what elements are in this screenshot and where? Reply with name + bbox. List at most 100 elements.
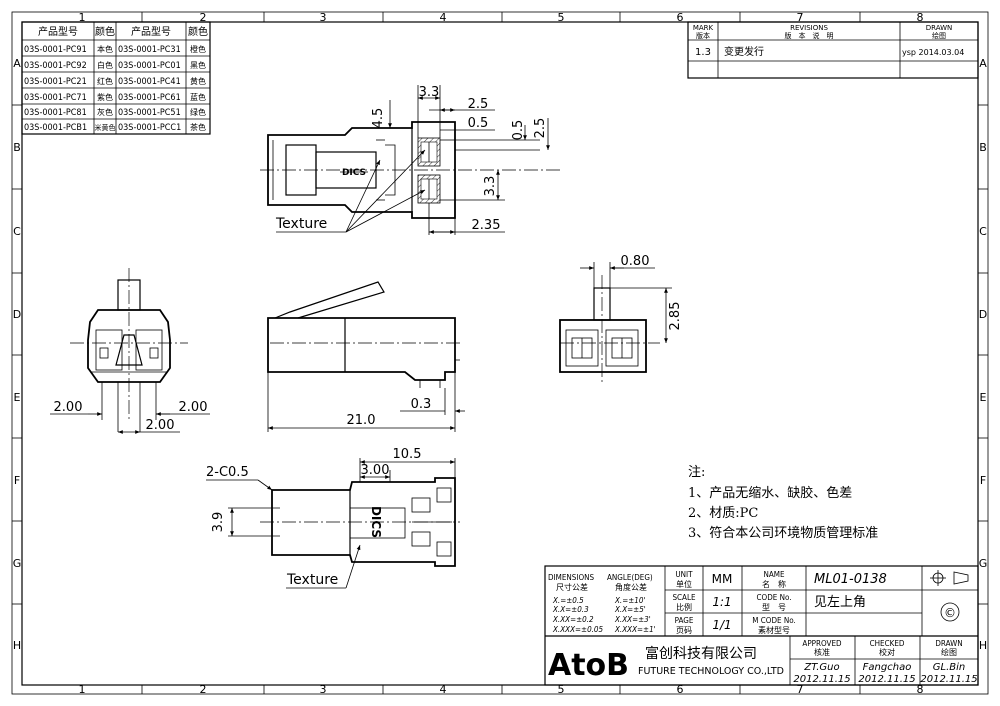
row-label-left-a: A [13,57,21,70]
row-label-right-f: F [980,474,986,487]
table-cell: 03S-0001-PC61 [118,93,181,103]
rev-row-drawn: ysp 2014.03.04 [902,48,964,57]
table-cell: 03S-0001-PC51 [118,108,181,118]
table-cell: 03S-0001-PC31 [118,45,181,55]
tb-name-value: ML01-0138 [814,572,887,587]
tb-drawn-en: DRAWN [935,639,962,648]
top-view-dimensions: 3.3 2.5 0.5 4.5 0.5 2.5 3.3 2.35 Texture [275,85,550,235]
side-view-dimensions: 21.0 0.3 [267,372,465,432]
tb-ang-2: X.XX=±3' [614,615,651,624]
dim-0-3: 0.3 [411,397,432,412]
dim-3-3-top: 3.3 [419,85,440,100]
tb-unit-cn: 单位 [676,579,692,589]
table-cell: 03S-0001-PC91 [24,45,87,55]
tb-checked-cn: 校对 [879,647,895,657]
dim-2-5-b: 2.5 [533,118,548,139]
table-cell: 03S-0001-PC92 [24,61,87,71]
dim-3-9: 3.9 [211,512,226,533]
row-label-right-d: D [979,308,987,321]
col-label-top-7: 7 [797,11,804,24]
tb-name-en: NAME [763,570,785,579]
notes: 注: 1、产品无缩水、缺胶、色差 2、材质:PC 3、符合本公司环境物质管理标准 [688,465,878,541]
grid-column-ticks [141,12,861,694]
tb-drawn-cn: 绘图 [941,647,957,657]
dim-2-00-left: 2.00 [54,400,83,415]
texture-label-top: Texture [275,216,327,232]
tb-checked-date: 2012.11.15 [858,674,915,685]
grid-row-labels: A B C D E F G H A B C D E F G H [13,57,988,652]
row-label-left-b: B [13,141,21,154]
grid-column-labels: 1 2 3 4 5 6 7 8 1 2 3 4 5 6 7 8 [79,11,924,696]
row-label-left-f: F [14,474,20,487]
table-cell: 蓝色 [190,92,206,102]
tb-page-value: 1/1 [712,618,731,632]
tb-ang-0: X.=±10' [614,596,645,605]
rev-row-desc: 变更发行 [724,45,764,58]
tb-drawn-date: 2012.11.15 [920,674,977,685]
revisions-block: MARK 版本 REVISIONS 版 本 说 明 DRAWN 绘图 1.3 变… [687,21,979,79]
col-label-top-6: 6 [677,11,684,24]
dim-0-5-a: 0.5 [468,116,489,131]
table-cell: 03S-0001-PCC1 [118,123,181,133]
table-cell: 03S-0001-PC81 [24,108,87,118]
table-cell: 03S-0001-PC21 [24,77,87,87]
row-label-right-a: A [979,57,987,70]
tb-drawn-name: GL.Bin [933,662,965,673]
dim-2-85: 2.85 [668,302,683,331]
tb-checked-en: CHECKED [870,639,905,648]
row-label-left-h: H [13,639,21,652]
table-cell: 灰色 [97,107,113,117]
table-cell: 黑色 [190,60,206,70]
grid-row-ticks [12,104,988,605]
company-name-en: FUTURE TECHNOLOGY CO.,LTD [638,666,784,677]
table-cell: 本色 [97,44,113,54]
table-header-color-1: 颜色 [95,25,115,38]
row-label-left-c: C [13,225,21,238]
table-cell: 橙色 [190,44,206,54]
tb-tol-1: X.X=±0.3 [552,605,589,614]
note-3: 3、符合本公司环境物质管理标准 [688,525,878,541]
tb-unit-en: UNIT [675,570,693,579]
tb-page-en: PAGE [675,616,694,625]
tb-scale-cn: 比例 [676,602,692,612]
tb-checked-name: Fangchao [863,662,912,673]
col-label-bottom-5: 5 [558,683,565,696]
tb-page-cn: 页码 [676,626,692,635]
chamfer-label: 2-C0.5 [206,465,249,480]
tb-code-en: CODE No. [757,593,792,602]
table-cell: 03S-0001-PC41 [118,77,181,87]
title-block: DIMENSIONS 尺寸公差 ANGLE(DEG) 角度公差 X.=±0.5 … [544,565,979,686]
dim-0-5-b: 0.5 [511,120,526,141]
tb-dim-cn: 尺寸公差 [556,582,588,592]
note-2: 2、材质:PC [688,506,758,521]
tb-approved-date: 2012.11.15 [793,674,850,685]
copyright-mark: © [944,606,956,620]
col-label-bottom-4: 4 [440,683,447,696]
rev-mark-en: MARK [693,24,714,32]
tb-ang-en: ANGLE(DEG) [607,573,653,582]
tb-mcode-cn: 素材型号 [758,625,790,635]
table-cell: 03S-0001-PC71 [24,93,87,103]
row-label-left-d: D [13,308,21,321]
col-label-top-1: 1 [79,11,86,24]
dim-3-00: 3.00 [361,463,390,478]
table-header-color-2: 颜色 [188,25,208,38]
dics-logo: DICS [342,168,366,178]
dim-10-5: 10.5 [393,447,422,462]
rev-title-en: REVISIONS [790,24,828,32]
table-header-model-2: 产品型号 [131,25,171,38]
col-label-bottom-6: 6 [677,683,684,696]
dim-4-5: 4.5 [371,108,386,129]
rear-view [559,275,660,385]
rev-row-mark: 1.3 [695,47,711,58]
rev-mark-cn: 版本 [696,31,710,40]
tb-tol-3: X.XXX=±0.05 [552,625,604,634]
col-label-top-2: 2 [200,11,207,24]
tb-code-value: 见左上角 [814,595,866,610]
tb-approved-cn: 核准 [814,647,830,657]
dim-2-00-right: 2.00 [179,400,208,415]
col-label-top-3: 3 [320,11,327,24]
side-view [267,281,460,388]
table-cell: 茶色 [190,122,206,132]
